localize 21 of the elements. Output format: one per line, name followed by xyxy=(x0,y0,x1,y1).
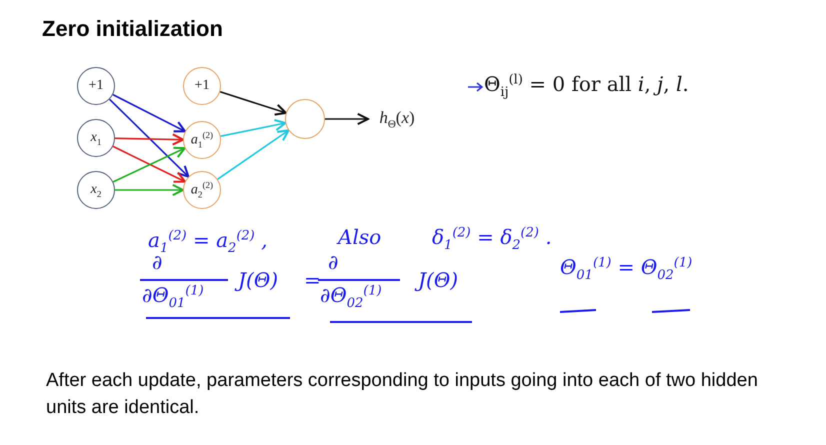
handwritten-note: ∂ xyxy=(328,250,338,274)
handwritten-note: Also xyxy=(338,225,382,249)
output-label: h$_{Θ}$(x) xyxy=(368,106,426,132)
formula-text: Θ$_{ij}$$^{(l)}$ = 0 for all i, j, l. xyxy=(484,72,689,100)
neuron-circle: +1 xyxy=(183,67,221,105)
arrow xyxy=(114,133,184,146)
arrow xyxy=(109,98,190,178)
arrow xyxy=(220,91,287,116)
output-neuron-circle xyxy=(285,99,325,139)
slide-title: Zero initialization xyxy=(42,16,223,42)
arrow xyxy=(115,184,184,196)
arrow xyxy=(217,129,290,180)
handwritten-note: δ$_{1}$$^{(2)}$ = δ$_{2}$$^{(2)}$ . xyxy=(432,225,552,253)
arrow xyxy=(220,119,286,137)
arrow xyxy=(112,94,186,132)
caption-text: After each update, parameters corresponding to inputs going into each of two hidden units are identical. xyxy=(46,369,759,420)
arrow xyxy=(325,112,370,126)
neuron-circle: +1 xyxy=(77,67,115,105)
neuron-circle: x$_{1}$ xyxy=(77,119,115,157)
neuron-circle: x$_{2}$ xyxy=(77,171,115,209)
handwritten-note: = xyxy=(304,268,321,292)
